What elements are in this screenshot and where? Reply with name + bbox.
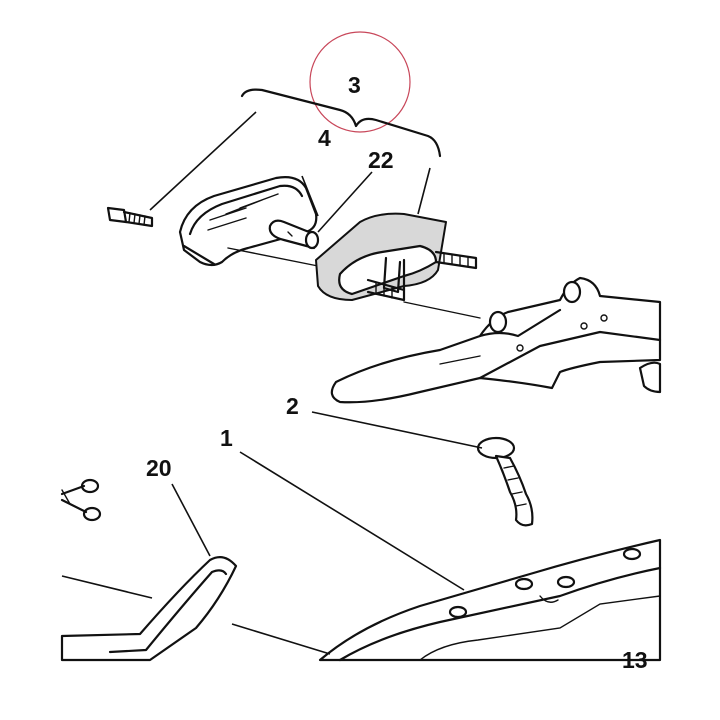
label-20: 20 (146, 455, 172, 481)
screw-part (106, 206, 154, 228)
label-1: 1 (220, 425, 233, 451)
leader-line-1 (239, 451, 465, 591)
label-2: 2 (286, 393, 299, 419)
part-2-bolt (476, 436, 534, 527)
reference-line-bottom (231, 623, 331, 655)
leader-line-2 (311, 411, 483, 449)
small-clip-parts (60, 478, 102, 522)
frame-bracket (330, 276, 662, 404)
assembly-bracket-3 (240, 88, 442, 158)
part-4-housing (178, 176, 318, 267)
part-20-strap (60, 555, 238, 662)
leader-line-20 (171, 483, 211, 557)
annotation-circle (309, 31, 411, 133)
label-22: 22 (368, 147, 394, 173)
label-13: 13 (622, 647, 648, 673)
leader-line-3-right (417, 167, 431, 215)
leader-line-3-left (149, 111, 257, 211)
label-4: 4 (318, 125, 331, 151)
rubber-mount-block (315, 212, 478, 302)
assembly-axis-line-2 (403, 301, 481, 319)
part-1-chassis (318, 538, 662, 662)
part-22-pin (268, 219, 320, 250)
reference-line-left (61, 575, 153, 599)
assembly-axis-line (227, 247, 319, 267)
label-3: 3 (348, 72, 361, 98)
leader-line-22 (317, 171, 373, 233)
leader-line-4 (301, 175, 319, 217)
